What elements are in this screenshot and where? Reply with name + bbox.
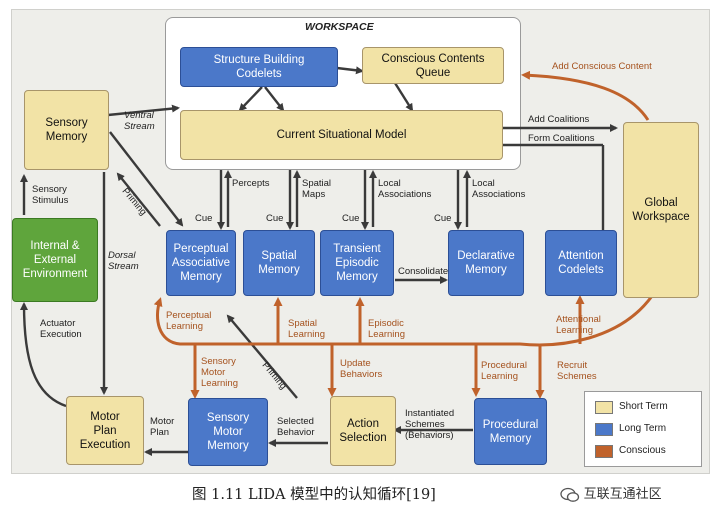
attentional-learning-label: Attentional Learning: [556, 314, 601, 336]
sensory-motor-memory-box: Sensory Motor Memory: [188, 398, 268, 466]
arrow-priming-bottom: [226, 314, 298, 399]
form-coalitions-label: Form Coalitions: [528, 133, 595, 144]
arrow-sbc-to-queue: [336, 66, 364, 75]
sensory-memory-box: Sensory Memory: [24, 90, 109, 170]
spatial-learning-label: Spatial Learning: [288, 318, 325, 340]
arrow-pam-priming-sensory: [116, 172, 161, 227]
legend-conscious: Conscious: [619, 445, 666, 456]
add-conscious-content-label: Add Conscious Content: [552, 61, 652, 72]
cue-label-2: Cue: [266, 213, 284, 224]
global-workspace-box: Global Workspace: [623, 122, 699, 298]
update-behaviors-label: Update Behaviors: [340, 358, 383, 380]
actuator-execution-label: Actuator Execution: [40, 318, 82, 340]
motor-plan-execution-box: Motor Plan Execution: [66, 396, 144, 465]
arrow-add-conscious-content: [521, 70, 650, 121]
wechat-icon: [560, 487, 580, 502]
legend: Short Term Long Term Conscious: [584, 391, 702, 467]
add-coalitions-label: Add Coalitions: [528, 114, 590, 125]
cue-label-1: Cue: [195, 213, 213, 224]
recruit-schemes-label: Recruit Schemes: [557, 360, 597, 382]
instantiated-schemes-label: Instantiated Schemes (Behaviors): [405, 408, 455, 441]
structure-building-codelets-box: Structure Building Codelets: [180, 47, 338, 87]
perceptual-associative-memory-box: Perceptual Associative Memory: [166, 230, 236, 296]
legend-long-term: Long Term: [619, 423, 667, 434]
environment-box: Internal & External Environment: [12, 218, 98, 302]
workspace-title: WORKSPACE: [305, 21, 374, 33]
declarative-memory-box: Declarative Memory: [448, 230, 524, 296]
figure-caption: 图 1.11 LIDA 模型中的认知循环[19]: [192, 487, 436, 503]
legend-swatch-long-term: [595, 423, 613, 436]
procedural-learning-label: Procedural Learning: [481, 360, 527, 382]
legend-short-term: Short Term: [619, 401, 668, 412]
motor-plan-label: Motor Plan: [150, 416, 175, 438]
attention-codelets-box: Attention Codelets: [545, 230, 617, 296]
perceptual-learning-label: Perceptual Learning: [166, 310, 212, 332]
cue-label-4: Cue: [434, 213, 452, 224]
sensory-motor-learning-label: Sensory Motor Learning: [201, 356, 238, 389]
legend-swatch-short-term: [595, 401, 613, 414]
procedural-memory-box: Procedural Memory: [474, 398, 547, 465]
current-situational-model-box: Current Situational Model: [180, 110, 503, 160]
dorsal-stream-label: Dorsal Stream: [108, 250, 139, 272]
ventral-stream-label: Ventral Stream: [124, 110, 155, 132]
arrow-ventral-stream: [107, 104, 180, 117]
selected-behavior-label: Selected Behavior: [277, 416, 315, 438]
episodic-learning-label: Episodic Learning: [368, 318, 405, 340]
action-selection-box: Action Selection: [330, 396, 396, 466]
watermark-text: 互联互通社区: [583, 486, 662, 501]
watermark: 互联互通社区: [560, 483, 662, 503]
percepts-label: Percepts: [232, 178, 270, 189]
consolidate-label: Consolidate: [398, 266, 449, 277]
arrow-sbc-to-csm-1: [238, 86, 263, 112]
spatial-memory-box: Spatial Memory: [243, 230, 315, 296]
arrow-sbc-to-csm-2: [264, 86, 285, 112]
sensory-stimulus-label: Sensory Stimulus: [32, 184, 69, 206]
legend-swatch-conscious: [595, 445, 613, 458]
arrow-actuator-execution: [20, 302, 67, 408]
cue-label-3: Cue: [342, 213, 360, 224]
conscious-contents-queue-box: Conscious Contents Queue: [362, 47, 504, 84]
spatial-maps-label: Spatial Maps: [302, 178, 332, 200]
local-associations-label-1: Local Associations: [378, 178, 432, 200]
arrow-sensory-to-pam: [109, 131, 184, 227]
local-associations-label-2: Local Associations: [472, 178, 526, 200]
arrow-broadcast-loop: [153, 295, 654, 347]
arrow-csm-to-queue: [393, 82, 414, 112]
transient-episodic-memory-box: Transient Episodic Memory: [320, 230, 394, 296]
